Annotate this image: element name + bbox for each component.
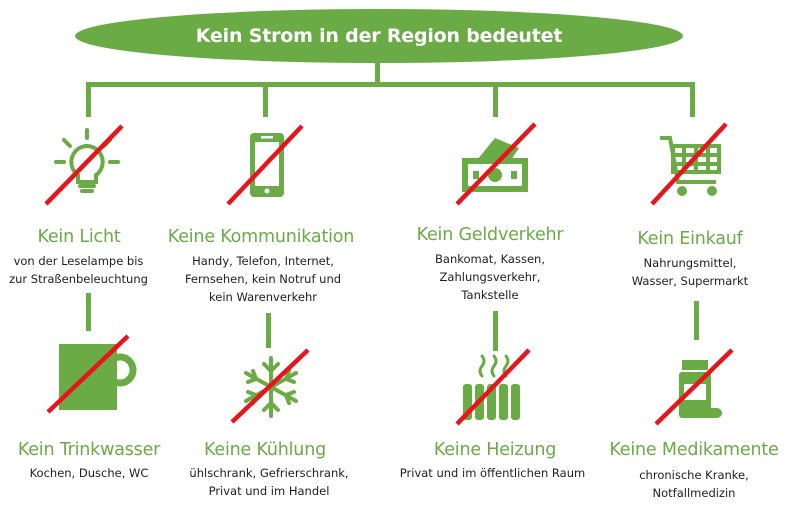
connector-drop-3: [493, 82, 498, 117]
smartphone-icon: [226, 124, 304, 206]
cross-out-mark: [230, 348, 310, 424]
cross-out-mark: [455, 348, 531, 426]
desc-line: chronische Kranke,: [639, 468, 749, 482]
item-title-kuehlung: Keine Kühlung: [204, 440, 326, 460]
header-ellipse: Kein Strom in der Region bedeutet: [75, 9, 683, 63]
connector-horizontal: [86, 82, 695, 87]
desc-line: Privat und im Handel: [208, 484, 330, 498]
desc-line: Bankomat, Kassen,: [435, 252, 545, 266]
item-desc-heizung: Privat und im öffentlichen Raum: [385, 464, 600, 482]
item-desc-kuehlung: ühlschrank, Gefrierschrank, Privat und i…: [180, 464, 358, 500]
desc-line: ühlschrank, Gefrierschrank,: [189, 466, 349, 480]
connector-vertical-1: [86, 293, 91, 331]
connector-trunk: [375, 62, 380, 84]
desc-line: kein Warenverkehr: [209, 290, 317, 304]
cross-out-mark: [455, 122, 537, 206]
desc-line: Privat und im öffentlichen Raum: [399, 466, 586, 480]
cross-out-mark: [226, 124, 304, 206]
cross-out-mark: [654, 348, 734, 426]
shopping-cart-icon: [650, 122, 728, 206]
cash-register-icon: [455, 122, 537, 206]
desc-line: zur Straßenbeleuchtung: [9, 272, 148, 286]
connector-vertical-4: [694, 301, 699, 340]
desc-line: Fernsehen, kein Notruf und: [184, 272, 342, 286]
desc-line: Wasser, Supermarkt: [631, 274, 749, 288]
desc-line: von der Leselampe bis: [13, 254, 144, 268]
medicine-icon: [654, 348, 734, 426]
desc-line: Kochen, Dusche, WC: [29, 466, 149, 480]
item-title-licht: Kein Licht: [37, 227, 121, 247]
desc-line: Notfallmedizin: [652, 486, 736, 500]
lightbulb-icon: [44, 124, 124, 206]
desc-line: Handy, Telefon, Internet,: [192, 254, 334, 268]
item-desc-medikamente: chronische Kranke, Notfallmedizin: [606, 466, 782, 502]
desc-line: Zahlungsverkehr,: [439, 270, 541, 284]
header-title: Kein Strom in der Region bedeutet: [195, 25, 563, 47]
item-desc-geldverkehr: Bankomat, Kassen, Zahlungsverkehr, Tanks…: [400, 250, 580, 304]
item-desc-trinkwasser: Kochen, Dusche, WC: [4, 464, 174, 482]
snowflake-icon: [230, 348, 310, 424]
desc-line: Tankstelle: [461, 288, 519, 302]
item-title-trinkwasser: Kein Trinkwasser: [17, 440, 161, 460]
cross-out-mark: [46, 334, 130, 414]
cup-icon: [46, 334, 137, 414]
item-desc-kommunikation: Handy, Telefon, Internet, Fernsehen, kei…: [158, 252, 368, 306]
item-title-kommunikation: Keine Kommunikation: [167, 227, 355, 247]
desc-line: Nahrungsmittel,: [643, 256, 737, 270]
connector-drop-1: [86, 82, 91, 117]
item-desc-licht: von der Leselampe bis zur Straßenbeleuch…: [2, 252, 155, 288]
item-title-medikamente: Keine Medikamente: [609, 440, 779, 460]
cross-out-mark: [44, 124, 124, 206]
radiator-icon: [455, 348, 531, 426]
item-title-heizung: Keine Heizung: [433, 440, 557, 460]
cross-out-mark: [650, 122, 728, 206]
connector-drop-2: [263, 82, 268, 117]
item-desc-einkauf: Nahrungsmittel, Wasser, Supermarkt: [600, 254, 780, 290]
item-title-einkauf: Kein Einkauf: [637, 229, 743, 249]
connector-vertical-2: [266, 313, 271, 348]
item-title-geldverkehr: Kein Geldverkehr: [416, 225, 564, 245]
connector-drop-4: [690, 82, 695, 117]
connector-vertical-3: [493, 311, 498, 351]
